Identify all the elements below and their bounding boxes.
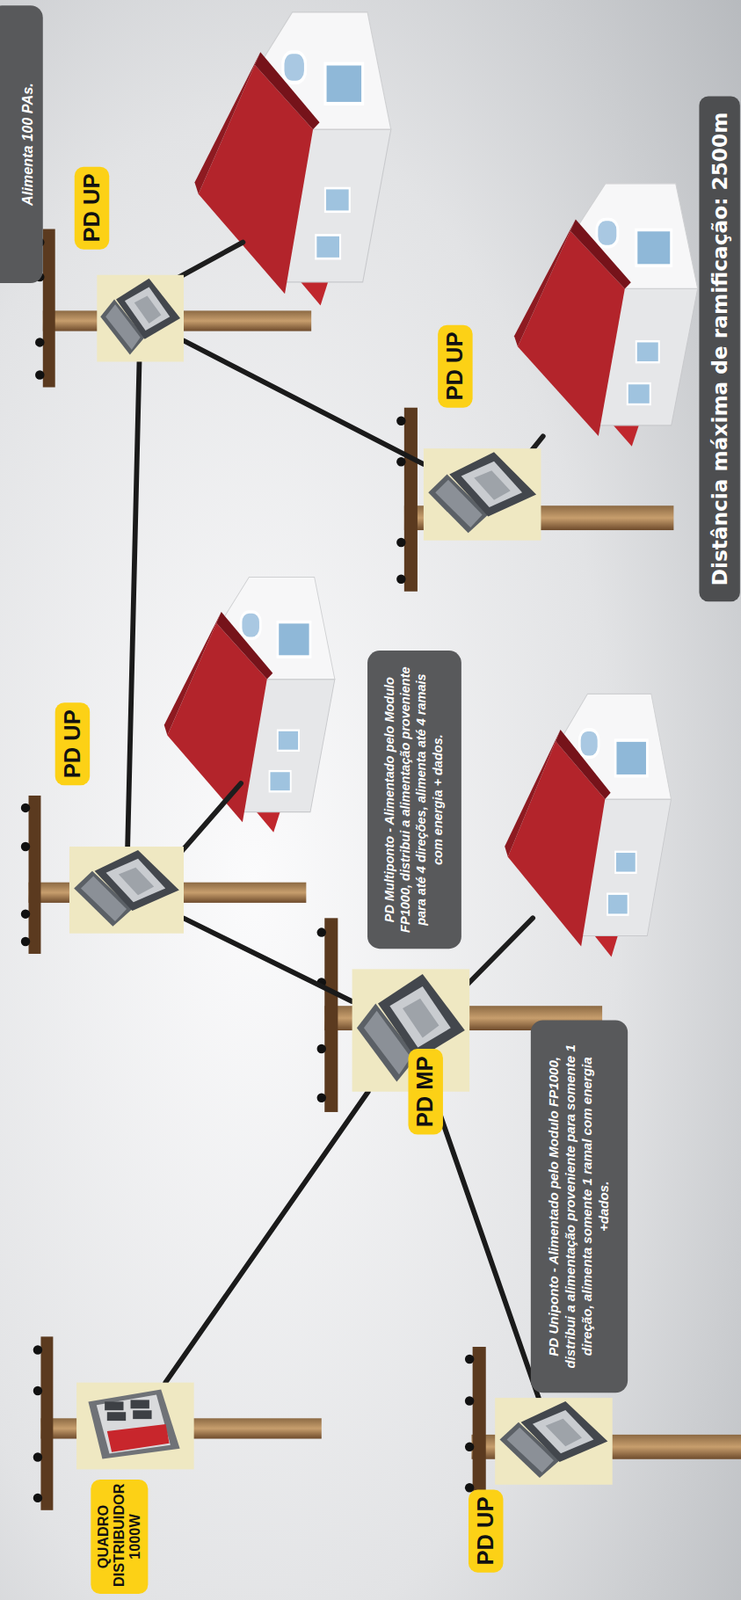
pd-enclosure [96, 275, 184, 363]
house [504, 693, 671, 957]
insulator [35, 337, 44, 347]
pole-trunks [29, 310, 741, 1459]
insulator [33, 1493, 43, 1503]
callout-box: PD Uniponto - Alimentado pelo Modulo FP1… [530, 1019, 628, 1393]
cable-connector [183, 341, 424, 465]
pole-trunk [471, 1434, 741, 1460]
house [194, 12, 391, 306]
node-tag: PD UP [55, 702, 91, 785]
pd-enclosure [423, 448, 542, 541]
insulator [21, 937, 30, 946]
crossbar [43, 229, 56, 388]
callout-box: PD Multiponto - Alimentado pelo Modulo F… [367, 650, 462, 949]
insulator [396, 537, 406, 547]
service-drop [152, 242, 243, 292]
insulator [317, 1044, 327, 1054]
pole-trunk [404, 505, 675, 531]
cable-connector [165, 1091, 369, 1383]
insulator [317, 1092, 327, 1102]
insulator [464, 1395, 474, 1405]
insulator [396, 457, 406, 466]
callout-text: PD Multiponto - Alimentado pelo Modulo F… [382, 662, 447, 937]
callout-text: Alimenta 100 PAs. [18, 82, 37, 206]
bar-text: Distância máxima de ramificação: 2500m [707, 112, 733, 587]
crossbar [404, 407, 418, 592]
insulator [396, 416, 406, 426]
node-tag: PD UP [468, 1489, 504, 1572]
insulator [35, 370, 44, 379]
crossbar [40, 1336, 53, 1510]
insulator [21, 803, 30, 813]
pole-trunk [43, 310, 312, 331]
pd-node: PD UP [494, 1397, 613, 1485]
service-drop [171, 783, 241, 864]
insulator [317, 927, 327, 937]
pole-trunk [29, 882, 307, 903]
node-tag: PD UP [437, 324, 473, 407]
insulator [396, 574, 406, 584]
service-drop [464, 917, 533, 988]
service-drop [510, 435, 544, 477]
node-tag: PD MP [407, 1048, 444, 1134]
pd-enclosure [494, 1397, 613, 1485]
crossbars [29, 229, 487, 1511]
pole-trunk [40, 1417, 321, 1439]
insulator [464, 1442, 474, 1452]
callout-text: PD Uniponto - Alimentado pelo Modulo FP1… [545, 1031, 612, 1381]
insulator [21, 842, 30, 851]
distance-bar: Distância máxima de ramificação: 2500m [698, 96, 740, 603]
insulator [33, 1452, 43, 1461]
pd-node: PD MP [352, 968, 471, 1091]
callout-box: Alimenta 100 PAs. [0, 5, 44, 284]
pd-node: PD UP [69, 846, 184, 934]
insulator [464, 1354, 474, 1364]
house [164, 576, 335, 832]
node-tag: PD UP [74, 166, 110, 249]
insulator [33, 1344, 43, 1354]
cable-connector [183, 917, 353, 1002]
cable-connector [127, 361, 139, 847]
cable-connector [432, 1091, 539, 1398]
node-tag: QUADRO DISTRIBUIDOR 1000W [90, 1479, 148, 1594]
distribution-panel-node: QUADRO DISTRIBUIDOR 1000W [76, 1382, 195, 1470]
service-drops [152, 242, 544, 988]
distribution-panel [76, 1382, 195, 1470]
crossbar [29, 795, 42, 954]
pd-enclosure [69, 846, 184, 934]
crossbar [472, 1346, 487, 1500]
house [514, 183, 698, 447]
crossbar [324, 917, 338, 1112]
insulator [33, 1386, 43, 1395]
insulator [21, 908, 30, 918]
pd-node: PD UP [96, 275, 184, 363]
insulators [21, 237, 475, 1503]
pd-node: PD UP [423, 448, 542, 541]
